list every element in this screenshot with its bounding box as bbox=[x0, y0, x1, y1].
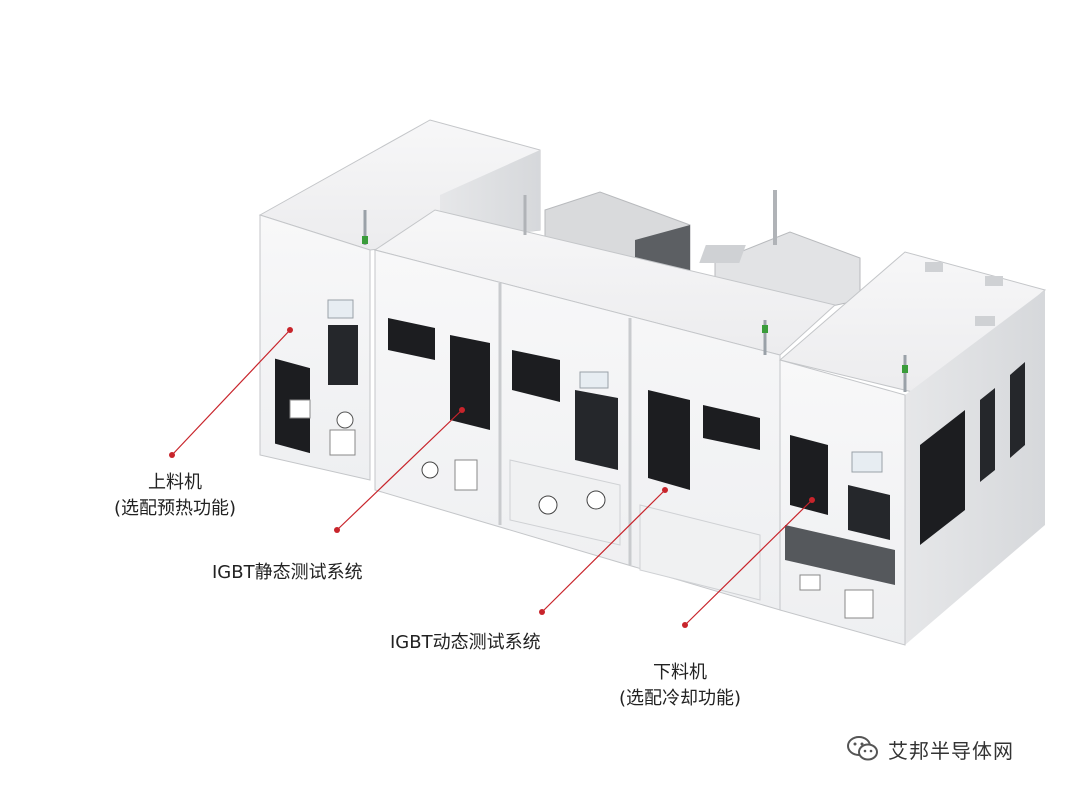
callout-dot-dynamic bbox=[662, 487, 668, 493]
callout-line-static bbox=[336, 409, 463, 531]
callout-label-unloader: 下料机 (选配冷却功能) bbox=[595, 660, 765, 712]
callout-label-dynamic-test: IGBT动态测试系统 bbox=[390, 630, 541, 656]
callout-lines bbox=[169, 327, 815, 628]
static-test-title: IGBT静态测试系统 bbox=[212, 562, 363, 583]
callout-dot-static bbox=[459, 407, 465, 413]
loader-title: 上料机 bbox=[148, 472, 202, 493]
loader-note: (选配预热功能) bbox=[113, 498, 237, 519]
callout-dot-unloader bbox=[809, 497, 815, 503]
callout-dot-loader bbox=[287, 327, 293, 333]
callout-line-dynamic bbox=[541, 489, 666, 613]
watermark: 艾邦半导体网 bbox=[846, 733, 1014, 765]
test-modules bbox=[373, 195, 837, 611]
callout-line-loader bbox=[171, 329, 291, 456]
callout-line-unloader bbox=[684, 499, 813, 626]
callout-label-loader: 上料机 (选配预热功能) bbox=[100, 470, 250, 522]
callout-label-static-test: IGBT静态测试系统 bbox=[212, 560, 363, 586]
watermark-text: 艾邦半导体网 bbox=[888, 738, 1014, 763]
wechat-icon bbox=[847, 736, 878, 761]
unloader-cabinet bbox=[778, 251, 1047, 646]
dynamic-test-title: IGBT动态测试系统 bbox=[390, 632, 541, 653]
unloader-note: (选配冷却功能) bbox=[618, 688, 742, 709]
unloader-title: 下料机 bbox=[653, 662, 707, 683]
